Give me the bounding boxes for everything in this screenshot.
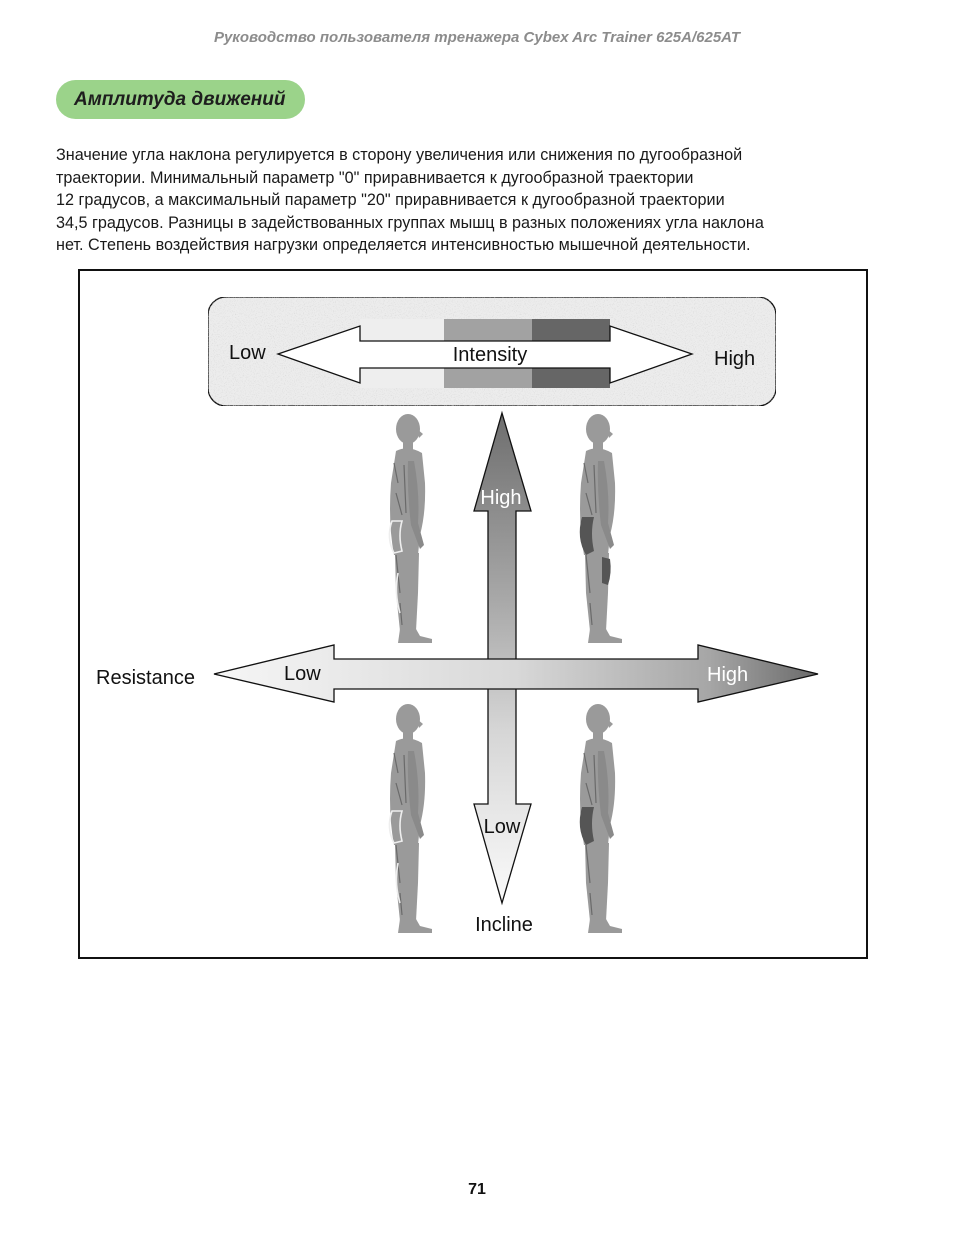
resistance-label: Resistance (96, 667, 195, 689)
section-title: Амплитуда движений (74, 88, 286, 110)
body-line: Значение угла наклона регулируется в сто… (56, 146, 743, 164)
body-line: 34,5 градусов. Разницы в задействованных… (56, 213, 764, 232)
page-number: 71 (468, 1181, 486, 1198)
range-of-motion-figure: Low Intensity High High Low Incline Resi… (78, 269, 868, 959)
incline-label: Incline (475, 914, 533, 936)
intensity-scale-low (360, 368, 444, 388)
intensity-scale-high (532, 368, 610, 388)
body-paragraph: Значение угла наклона регулируется в сто… (56, 144, 906, 257)
body-line: нет. Степень воздействия нагрузки опреде… (56, 236, 751, 255)
intensity-scale-mid (444, 319, 532, 341)
resistance-arrow (213, 644, 819, 703)
intensity-label: Intensity (453, 344, 527, 366)
body-line: траектории. Минимальный параметр "0" при… (56, 168, 694, 187)
section-title-pill: Амплитуда движений (56, 80, 306, 119)
running-header: Руководство пользователя тренажера Cybex… (213, 29, 741, 46)
incline-high-label: High (480, 487, 521, 509)
intensity-low-label: Low (229, 342, 266, 364)
figure-high-resistance-low-incline (579, 703, 623, 934)
intensity-double-arrow (276, 325, 694, 384)
intensity-scale-high (532, 319, 610, 341)
intensity-high-label: High (714, 348, 755, 370)
figure-high-resistance-high-incline (579, 413, 623, 644)
intensity-scale-low (360, 319, 444, 341)
resistance-high-label: High (707, 664, 748, 686)
figure-low-resistance-low-incline (388, 703, 433, 934)
incline-arrow (473, 410, 532, 906)
body-line: 12 градусов, а максимальный параметр "20… (56, 191, 725, 210)
resistance-low-label: Low (284, 663, 321, 685)
figure-canvas: Low Intensity High High Low Incline Resi… (96, 296, 819, 936)
intensity-scale-mid (444, 368, 532, 388)
incline-low-label: Low (484, 816, 521, 838)
figure-low-resistance-high-incline (388, 413, 433, 644)
